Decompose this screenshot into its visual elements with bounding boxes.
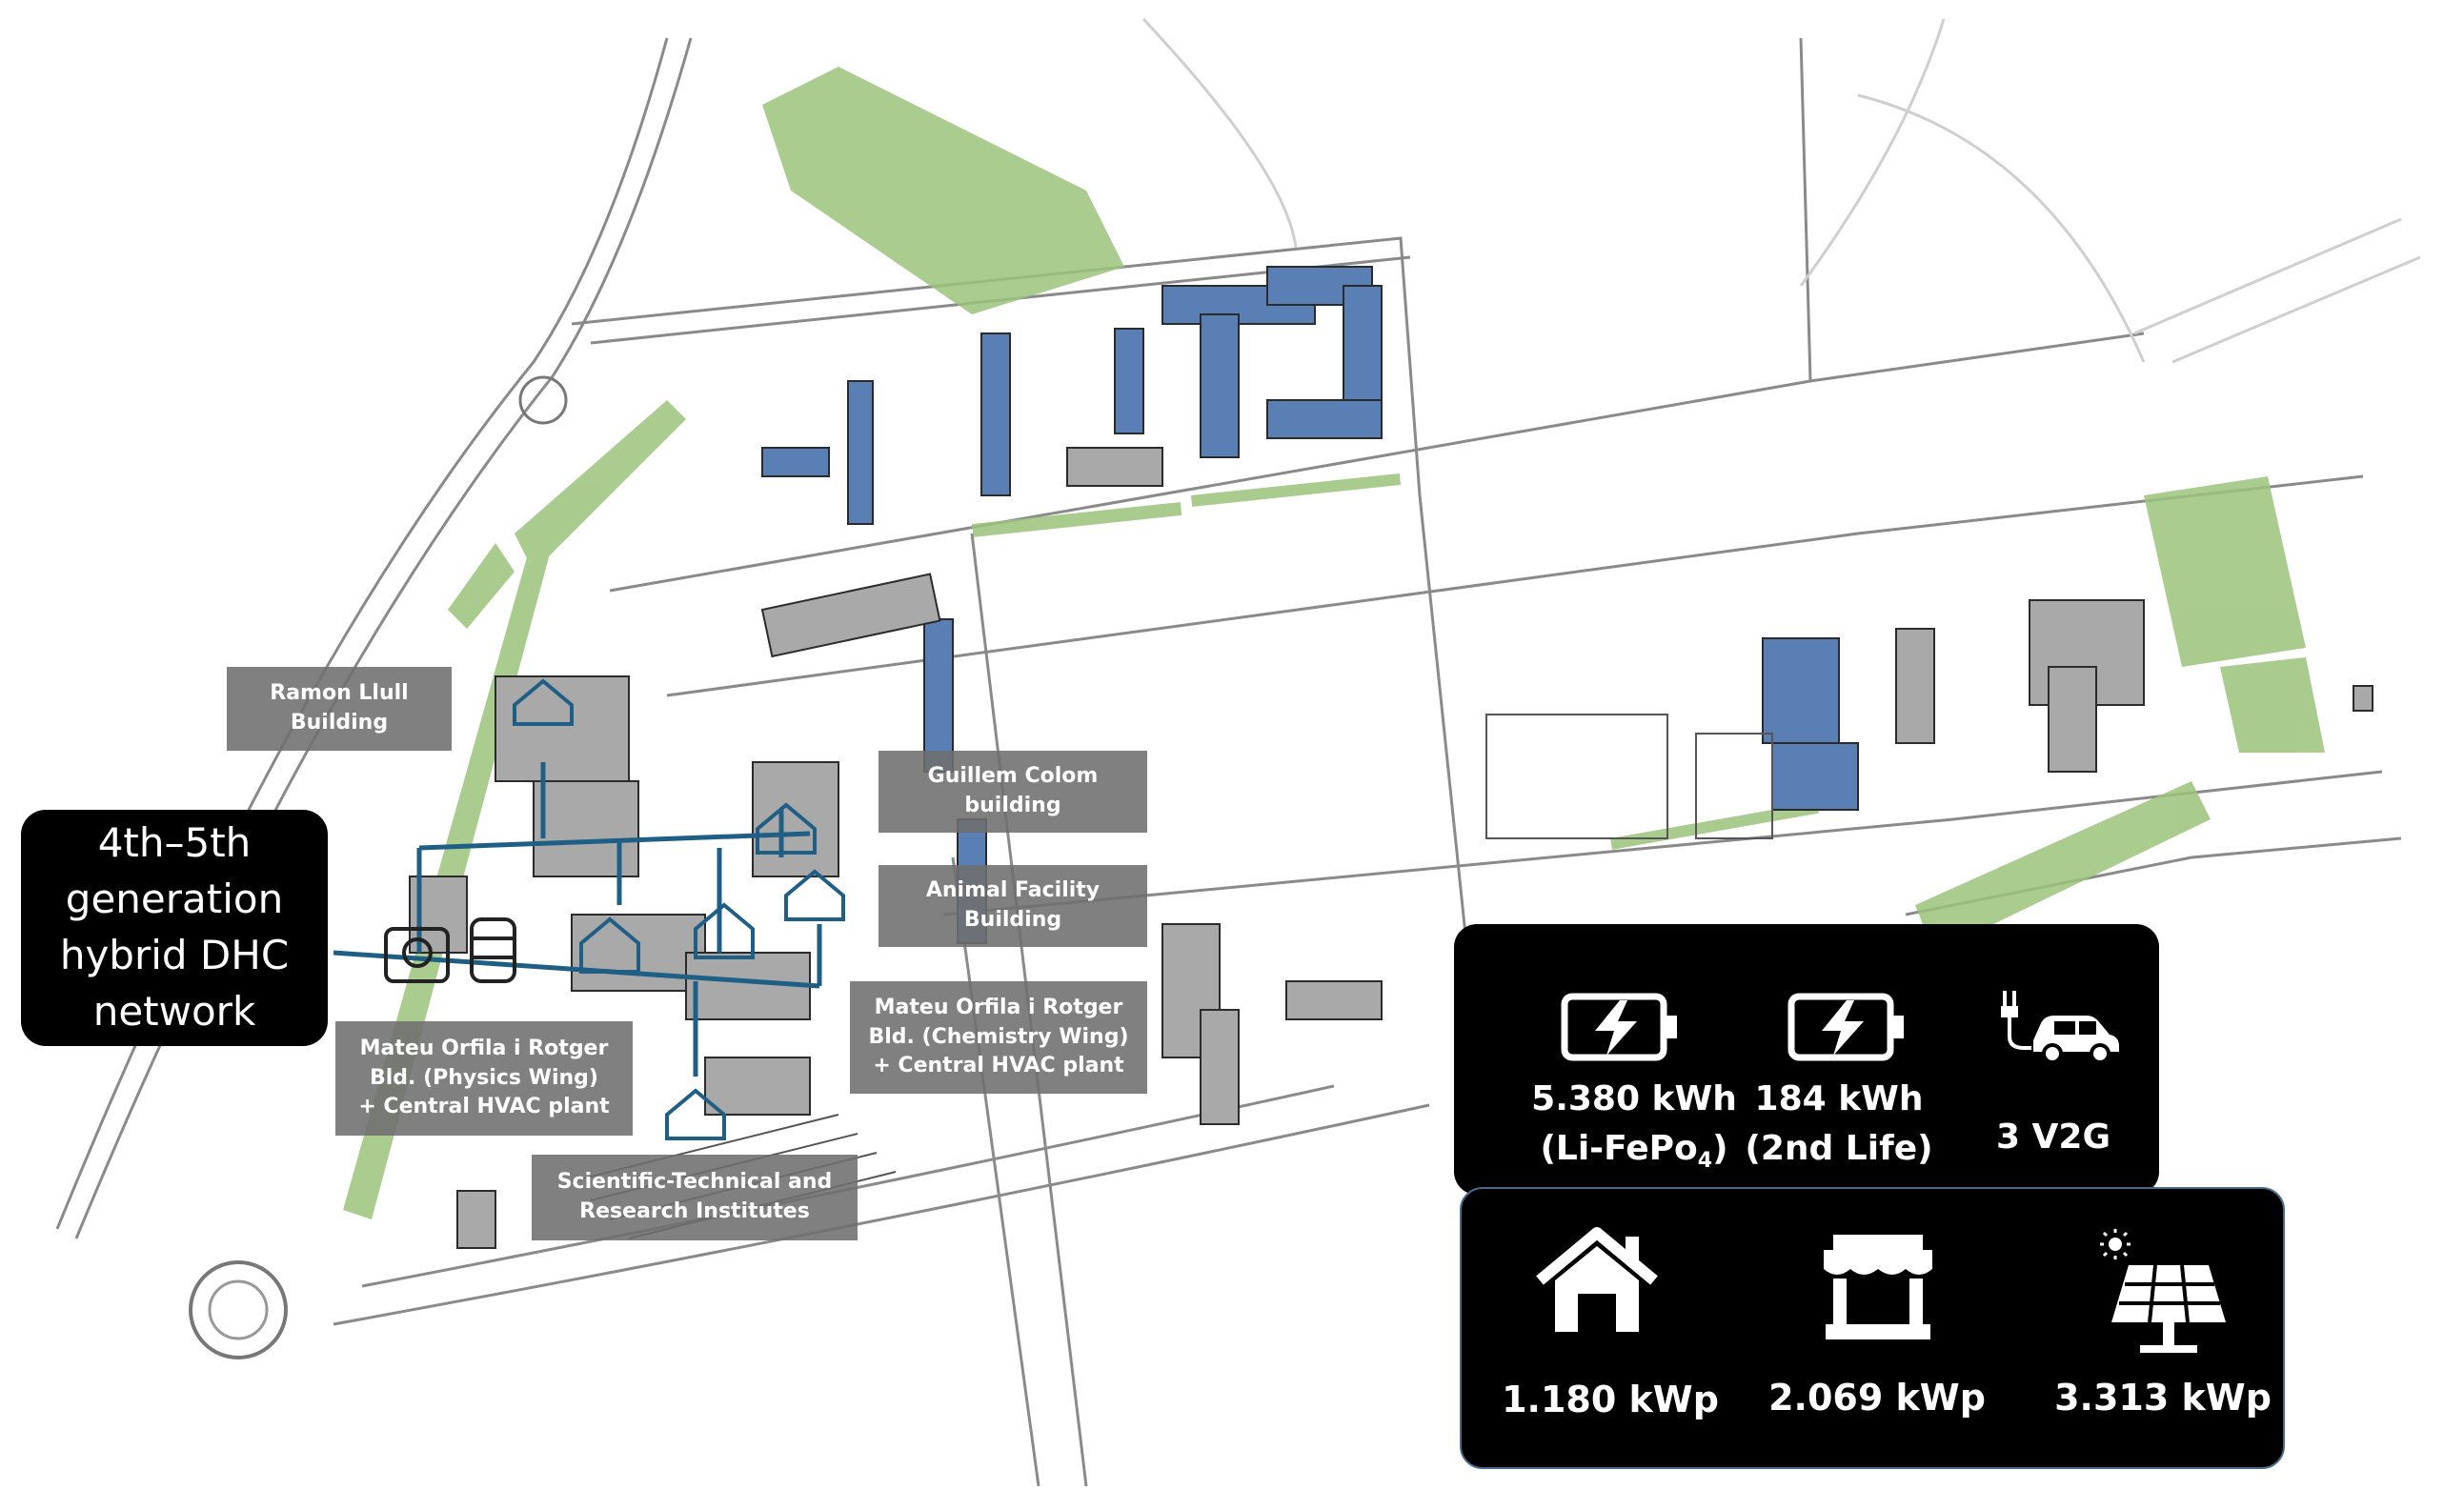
ev-charging-icon [2001, 991, 2119, 1064]
building-node-icon [694, 902, 755, 959]
market-stall-icon [1824, 1235, 1932, 1339]
building-node-icon [665, 1088, 726, 1140]
label-mateu-physics: Mateu Orfila i Rotger Bld. (Physics Wing… [335, 1021, 633, 1136]
battery-li-capacity: 5.380 kWh [1531, 1079, 1737, 1118]
house-icon [1536, 1227, 1658, 1332]
battery-2nd-life-value: 184 kWh (2nd Life) [1744, 1075, 1934, 1174]
v2g-count: 3 V2G [1995, 1118, 2111, 1157]
label-scientific-institutes: Scientific-Technical and Research Instit… [532, 1155, 858, 1240]
building-node-icons [513, 678, 845, 1140]
building-node-icon [756, 802, 817, 855]
blue-buildings [761, 266, 1859, 944]
label-ramon-llull: Ramon Llull Building [227, 667, 452, 751]
building-node-icon [784, 869, 845, 921]
battery-li-type: (Li-FePo4) [1540, 1129, 1728, 1174]
label-guillem-colom: Guillem Colom building [879, 751, 1147, 833]
battery-charging-icon [1787, 993, 1904, 1061]
building-node-icon [513, 678, 574, 726]
solar-panel-icon [2100, 1229, 2226, 1353]
battery-charging-icon [1561, 993, 1677, 1061]
dhc-network-label: 4th–5th generation hybrid DHC network [21, 810, 328, 1046]
pv-market-kwp: 2.069 kWp [1768, 1377, 1986, 1419]
battery-li-fepo4-value: 5.380 kWh (Li-FePo4) [1525, 1075, 1744, 1177]
building-node-icon [579, 916, 640, 974]
storage-tank-icon [470, 917, 516, 983]
roundabout-north [518, 375, 568, 425]
label-mateu-chemistry: Mateu Orfila i Rotger Bld. (Chemistry Wi… [850, 981, 1147, 1094]
heating-network [333, 762, 822, 1077]
roundabout-south [189, 1260, 288, 1359]
label-animal-facility: Animal Facility Building [879, 865, 1147, 947]
pv-solar-kwp: 3.313 kWp [2054, 1377, 2272, 1419]
heat-pump-icon [384, 927, 450, 983]
battery-2nd-capacity: 184 kWh [1754, 1079, 1924, 1118]
road-network [55, 17, 2421, 1487]
pv-house-kwp: 1.180 kWp [1502, 1379, 1719, 1420]
battery-2nd-type: (2nd Life) [1745, 1129, 1933, 1169]
